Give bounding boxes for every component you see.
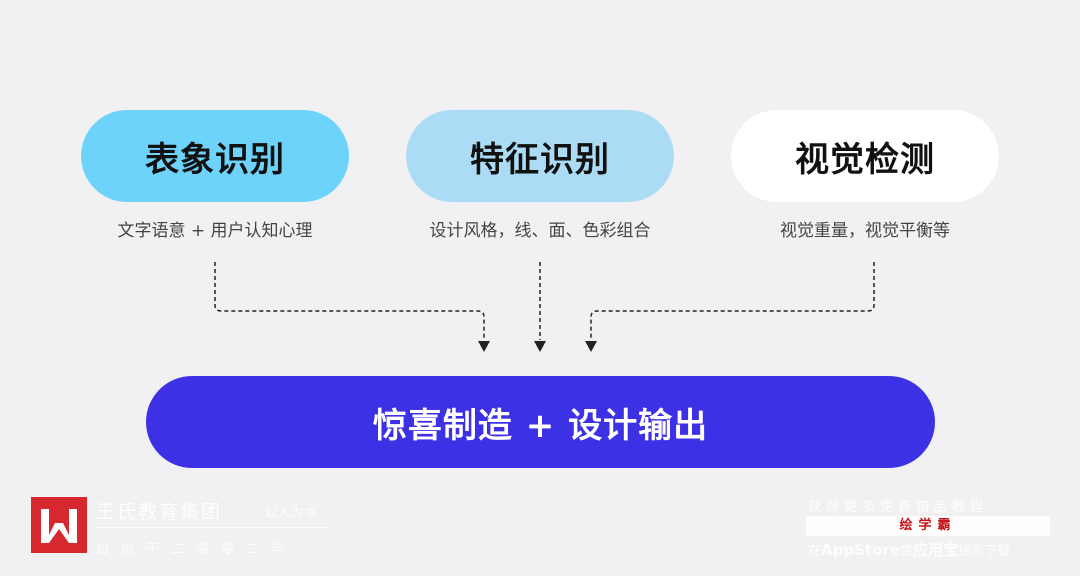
input-description-3: 视觉重量，视觉平衡等 <box>780 221 950 241</box>
input-pill-surface-recognition: 表象识别 <box>81 110 349 202</box>
input-description-1: 文字语意 + 用户认知心理 <box>117 221 313 241</box>
arrowhead-left <box>478 341 490 352</box>
input-pill-feature-recognition: 特征识别 <box>406 110 674 202</box>
wm-r2-app: 应用宝 <box>912 541 958 559</box>
watermark-right-line1: 获得更多免费精品教程 <box>808 500 989 515</box>
watermark-left-founded: 始创于二零零二年 <box>96 542 297 557</box>
input-description-2: 设计风格，线、面、色彩组合 <box>429 221 651 241</box>
output-pill-surprise-design-output: 惊喜制造 + 设计输出 <box>146 376 935 468</box>
wm-r2-prefix: 在 <box>808 544 822 559</box>
watermark-left-title: 王氏教育集团 <box>96 501 223 523</box>
watermark-right-line2: 在AppStore或应用宝搜索下载 <box>808 539 1010 560</box>
connector-right <box>590 262 875 340</box>
wm-r2-or: 或 <box>899 544 913 559</box>
watermark-divider <box>96 527 328 528</box>
arrowhead-center <box>534 341 546 352</box>
watermark-left-motto: 以人为本 <box>265 506 318 521</box>
wm-r2-suffix: 搜索下载 <box>957 544 1010 559</box>
arrowhead-right <box>585 341 597 352</box>
input-pill-visual-detection: 视觉检测 <box>731 110 999 202</box>
wm-r2-store: AppStore <box>821 541 900 559</box>
connector-left <box>214 262 485 340</box>
watermark-brand-bar <box>806 516 1050 536</box>
wangshi-w-logo-icon <box>31 497 87 553</box>
watermark-brand: 绘学霸 <box>899 518 957 533</box>
